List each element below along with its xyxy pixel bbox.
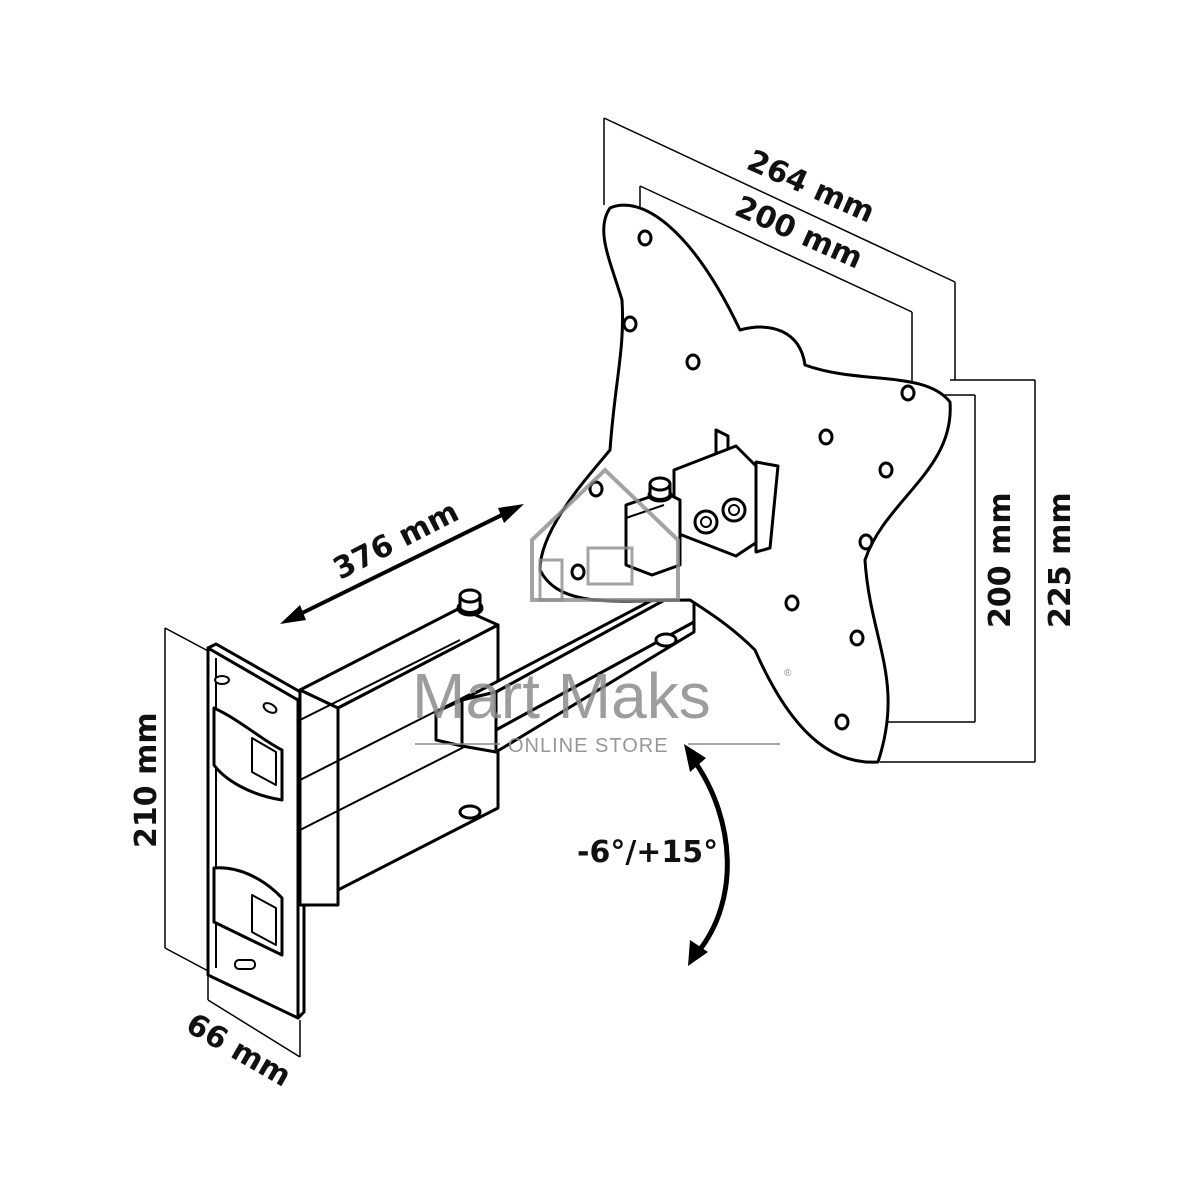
tilt-bracket	[624, 428, 780, 577]
dimension-lines	[164, 117, 1036, 1058]
mount-hole	[637, 229, 653, 247]
tilt-arrow	[684, 744, 730, 966]
house-logo-icon	[530, 467, 680, 602]
wall-plate	[206, 642, 306, 1020]
dim-66-label: 66 mm	[180, 1007, 297, 1095]
dim-200-vertical-label: 200 mm	[983, 492, 1018, 628]
watermark-tagline: ONLINE STORE	[508, 735, 669, 757]
mount-hole	[588, 480, 604, 498]
mount-hole	[849, 629, 865, 647]
front-arm	[434, 582, 696, 754]
mount-hole	[784, 594, 800, 612]
dim-225-label: 225 mm	[1043, 492, 1078, 628]
watermark-brand: Mart Maks	[412, 660, 711, 732]
mount-hole	[900, 384, 916, 402]
mount-hole	[570, 563, 586, 581]
mount-hole	[834, 713, 850, 731]
dim-210-label: 210 mm	[129, 712, 164, 848]
arm-extension-arrow	[280, 504, 524, 624]
mount-hole	[858, 533, 874, 551]
mount-hole	[818, 428, 834, 446]
dim-376-label: 376 mm	[328, 494, 465, 587]
store-watermark: Mart Maks ® ONLINE STORE	[412, 467, 792, 757]
back-arm	[298, 588, 500, 907]
mount-hole	[622, 315, 638, 333]
mount-hole	[878, 461, 894, 479]
watermark-registered: ®	[784, 668, 792, 679]
mount-hole	[685, 353, 701, 371]
tilt-range-label: -6°/+15°	[577, 835, 718, 870]
